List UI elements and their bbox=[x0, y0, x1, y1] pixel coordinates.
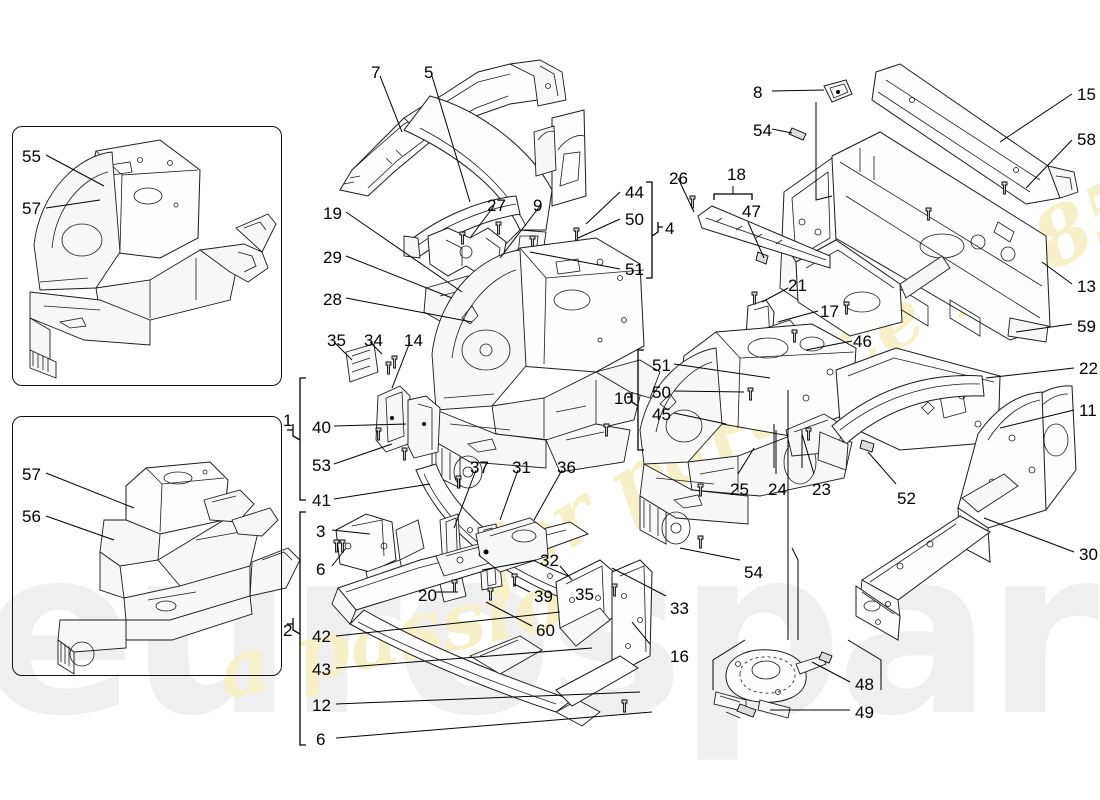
group-label-1: 1 bbox=[283, 411, 293, 430]
callout-29: 29 bbox=[323, 248, 342, 267]
callout-50-b: 50 bbox=[652, 383, 671, 402]
callout-27: 27 bbox=[487, 196, 506, 215]
callout-60: 60 bbox=[536, 621, 555, 640]
callout-26: 26 bbox=[669, 169, 688, 188]
callout-7: 7 bbox=[371, 63, 381, 82]
cowl-panel-15 bbox=[779, 63, 1079, 343]
callout-8: 8 bbox=[753, 83, 763, 102]
callout-35-a: 35 bbox=[327, 331, 346, 350]
callout-15: 15 bbox=[1077, 85, 1096, 104]
callout-24: 24 bbox=[768, 480, 787, 499]
callout-28: 28 bbox=[323, 290, 342, 309]
callout-36: 36 bbox=[557, 458, 576, 477]
group-label-18: 18 bbox=[727, 165, 746, 184]
callout-33: 33 bbox=[670, 599, 689, 618]
callout-23: 23 bbox=[812, 480, 831, 499]
callout-50-a: 50 bbox=[625, 210, 644, 229]
callout-43: 43 bbox=[312, 660, 331, 679]
callout-56: 56 bbox=[22, 507, 41, 526]
callout-11: 11 bbox=[1079, 401, 1097, 420]
inset-upper-left bbox=[12, 126, 282, 386]
callout-16: 16 bbox=[670, 647, 689, 666]
group-label-10: 10 bbox=[614, 389, 633, 408]
group-label-2: 2 bbox=[283, 621, 293, 640]
callout-46: 46 bbox=[853, 332, 872, 351]
callout-49: 49 bbox=[855, 703, 874, 722]
callout-59: 59 bbox=[1077, 317, 1096, 336]
callout-21: 21 bbox=[788, 276, 807, 295]
callout-41: 41 bbox=[312, 491, 331, 510]
callout-22: 22 bbox=[1079, 359, 1098, 378]
inset-upper-left-artwork bbox=[29, 139, 277, 379]
center-wheelhouse bbox=[431, 237, 661, 489]
callout-47: 47 bbox=[742, 202, 761, 221]
callout-44: 44 bbox=[625, 183, 644, 202]
callout-6-a: 6 bbox=[316, 560, 326, 579]
callout-51-a: 51 bbox=[625, 260, 644, 279]
inset-lower-right-artwork bbox=[713, 649, 833, 719]
callout-14: 14 bbox=[404, 331, 423, 350]
callout-40: 40 bbox=[312, 418, 331, 437]
callout-51-b: 51 bbox=[652, 356, 671, 375]
callout-6-b: 6 bbox=[316, 730, 326, 749]
callout-30: 30 bbox=[1079, 545, 1098, 564]
bracket-19 bbox=[345, 343, 441, 461]
callout-31: 31 bbox=[512, 458, 531, 477]
callout-3: 3 bbox=[316, 522, 326, 541]
callout-54-a: 54 bbox=[753, 121, 772, 140]
callout-58: 58 bbox=[1077, 130, 1096, 149]
callout-20: 20 bbox=[418, 586, 437, 605]
callout-54-b: 54 bbox=[744, 563, 763, 582]
callout-25: 25 bbox=[730, 480, 749, 499]
callout-19: 19 bbox=[323, 204, 342, 223]
inset-lower-left-artwork bbox=[57, 461, 301, 675]
panel-22-52 bbox=[817, 347, 1001, 471]
callout-17: 17 bbox=[820, 302, 839, 321]
callout-34: 34 bbox=[364, 331, 383, 350]
callout-32: 32 bbox=[540, 551, 559, 570]
group-label-4: 4 bbox=[665, 219, 675, 238]
callout-57-b: 57 bbox=[22, 465, 41, 484]
callout-39: 39 bbox=[534, 587, 553, 606]
callout-48: 48 bbox=[855, 675, 874, 694]
callout-57-a: 57 bbox=[22, 199, 41, 218]
callout-35-b: 35 bbox=[575, 585, 594, 604]
callout-55: 55 bbox=[22, 147, 41, 166]
callout-53: 53 bbox=[312, 456, 331, 475]
callout-12: 12 bbox=[312, 696, 331, 715]
callout-9: 9 bbox=[533, 196, 543, 215]
callout-42: 42 bbox=[312, 627, 331, 646]
callout-13: 13 bbox=[1077, 277, 1096, 296]
callout-5: 5 bbox=[424, 63, 434, 82]
callout-52: 52 bbox=[897, 489, 916, 508]
callout-45: 45 bbox=[652, 405, 671, 424]
inset-lower-left bbox=[12, 416, 282, 676]
callout-37: 37 bbox=[470, 458, 489, 477]
